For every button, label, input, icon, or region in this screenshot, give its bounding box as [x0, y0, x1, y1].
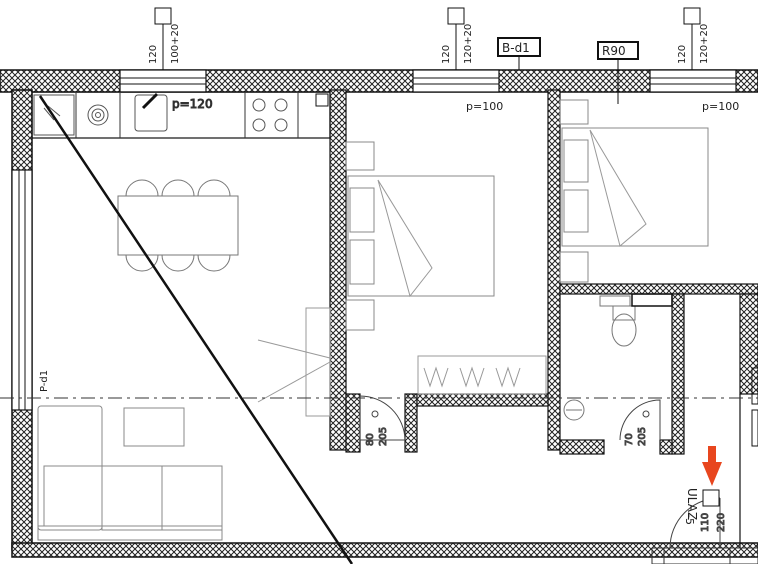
tag-lintel: R90 — [597, 41, 639, 104]
tv-cabinet — [257, 307, 331, 417]
sink-icon — [134, 92, 168, 132]
window-marker-3-height: 120+20 — [699, 24, 710, 64]
door-1-width: 80 — [365, 433, 376, 446]
nightstand — [559, 99, 589, 125]
wall-bed1-bottom — [416, 393, 549, 407]
bed-1 — [345, 141, 495, 331]
wall-bed1-bottom-right — [404, 393, 418, 453]
door-2-width: 70 — [624, 433, 635, 446]
wall-bath-top — [559, 283, 758, 295]
entrance-step: -5 — [683, 514, 696, 525]
window-marker-1-height: 100+20 — [170, 24, 181, 64]
kitchen-counter: p=120 — [31, 91, 331, 139]
window-marker-1: 120 100+20 — [148, 7, 181, 70]
wall-interior-2 — [547, 89, 561, 451]
kitchen-p-value: p=120 — [172, 97, 213, 111]
door-3-width: 110 — [700, 513, 711, 532]
door-2-height: 205 — [637, 427, 648, 446]
section-diagonal-line — [38, 95, 354, 564]
door-3-height: 220 — [716, 513, 727, 532]
stove-icon — [252, 98, 288, 132]
door-bedroom-1: 80 205 — [359, 395, 406, 447]
nightstand — [345, 299, 375, 331]
tag-radiator: B-d1 — [497, 37, 541, 70]
wardrobe-1 — [417, 355, 547, 395]
tag-radiator-text: B-d1 — [502, 41, 530, 55]
wall-bath-bottom-left — [559, 439, 605, 455]
wall-bath-bottom-right — [659, 439, 673, 455]
wall-bath-right — [671, 293, 685, 455]
washing-machine-icon — [87, 104, 109, 126]
coffee-table — [123, 407, 185, 447]
nightstand — [559, 251, 589, 283]
wall-bottom — [11, 542, 758, 558]
bathroom-fixtures — [563, 293, 673, 421]
bedroom-2-p-value: p=100 — [702, 100, 739, 113]
wall-interior-1 — [329, 89, 347, 451]
walls — [0, 69, 758, 558]
bed-2 — [559, 99, 709, 283]
toilet-icon — [611, 305, 637, 347]
window-marker-2-sill: 120 — [441, 45, 452, 64]
window-marker-1-sill: 120 — [148, 45, 159, 64]
window-marker-3-sill: 120 — [677, 45, 688, 64]
window-marker-3: 120 120+20 — [677, 7, 710, 70]
stairs-fragment — [651, 547, 758, 564]
floor-drain-icon — [563, 399, 585, 421]
door-bathroom: 70 205 — [619, 399, 661, 447]
window-left — [11, 169, 33, 411]
window-marker-2: 120 120+20 — [441, 7, 474, 70]
nightstand — [345, 141, 375, 171]
window-bedroom-2 — [649, 69, 737, 93]
tag-lintel-text: R90 — [602, 44, 626, 58]
wall-bed1-bottom-left — [345, 393, 361, 453]
door-1-height: 205 — [378, 427, 389, 446]
window-bedroom-1 — [412, 69, 500, 93]
dining-table — [117, 179, 239, 272]
wall-right-lower — [739, 293, 758, 395]
door-entrance: 110 220 — [669, 367, 758, 549]
window-markers: 120 100+20 120 120+20 120 120+20 — [148, 7, 710, 70]
window-marker-2-height: 120+20 — [463, 24, 474, 64]
entrance-label: ULAZ — [685, 488, 699, 520]
wall-top — [0, 69, 758, 93]
bedroom-1-p-value: p=100 — [466, 100, 503, 113]
entrance-arrow-icon — [702, 446, 722, 486]
left-wall-label: P-d1 — [39, 370, 50, 392]
sofa — [37, 405, 223, 541]
window-kitchen — [119, 69, 207, 93]
